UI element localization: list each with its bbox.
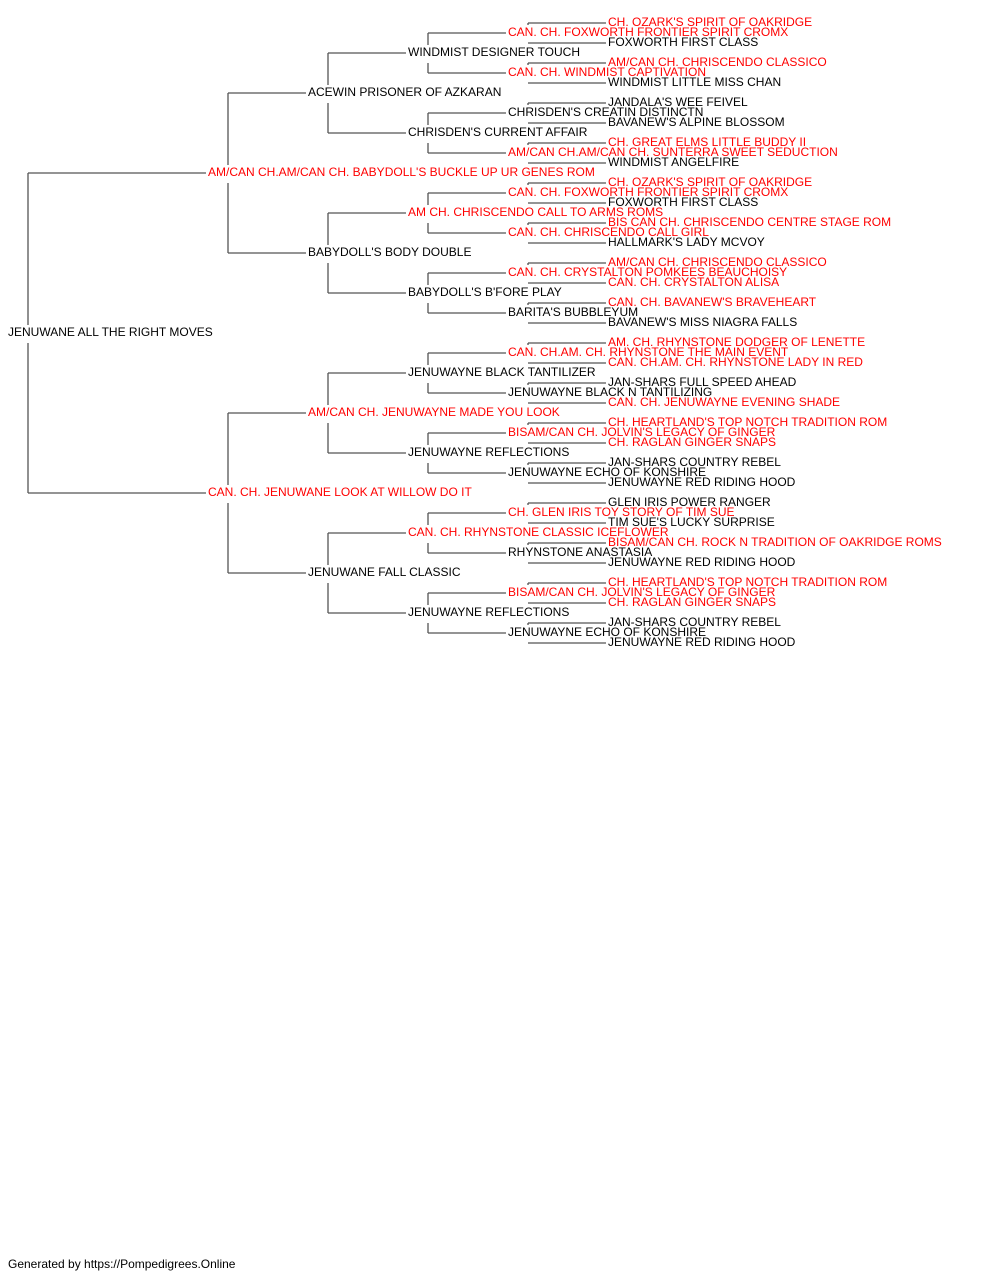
pedigree-name-gen5: CAN. CH. JENUWAYNE EVENING SHADE [608,395,841,409]
pedigree-name-gen5: JENUWAYNE RED RIDING HOOD [608,555,796,569]
pedigree-name-gen3: JENUWAYNE REFLECTIONS [408,445,570,459]
pedigree-name-gen4: CAN. CH. CHRISCENDO CALL GIRL [508,225,709,239]
pedigree-name-gen4: CAN. CH. WINDMIST CAPTIVATION [508,65,707,79]
pedigree-name-gen5: HALLMARK'S LADY MCVOY [608,235,765,249]
pedigree-name-gen4: JENUWAYNE ECHO OF KONSHIRE [508,465,707,479]
pedigree-name-gen4: CAN. CH. FOXWORTH FRONTIER SPIRIT CROMX [508,25,789,39]
pedigree-name-gen5: JENUWAYNE RED RIDING HOOD [608,475,796,489]
pedigree-name-gen5: FOXWORTH FIRST CLASS [608,35,759,49]
pedigree-name-gen3: AM CH. CHRISCENDO CALL TO ARMS ROMS [408,205,664,219]
pedigree-name-gen5: AM. CH. RHYNSTONE DODGER OF LENETTE [608,335,866,349]
pedigree-name-gen5: FOXWORTH FIRST CLASS [608,195,759,209]
pedigree-name-gen2: AM/CAN CH. JENUWAYNE MADE YOU LOOK [308,405,560,419]
pedigree-name-gen5: GLEN IRIS POWER RANGER [608,495,771,509]
pedigree-name-gen3: WINDMIST DESIGNER TOUCH [408,45,581,59]
pedigree-name-gen4: CAN. CH. FOXWORTH FRONTIER SPIRIT CROMX [508,185,789,199]
pedigree-name-gen4: JENUWAYNE BLACK N TANTILIZING [508,385,713,399]
pedigree-name-gen3: BABYDOLL'S B'FORE PLAY [408,285,562,299]
pedigree-name-gen5: AM/CAN CH. CHRISCENDO CLASSICO [608,255,827,269]
pedigree-name-gen5: CH. RAGLAN GINGER SNAPS [608,435,777,449]
pedigree-name-gen3: JENUWAYNE REFLECTIONS [408,605,570,619]
pedigree-name-gen5: AM/CAN CH. CHRISCENDO CLASSICO [608,55,827,69]
pedigree-name-gen5: CH. OZARK'S SPIRIT OF OAKRIDGE [608,15,813,29]
pedigree-name-gen5: JAN-SHARS COUNTRY REBEL [608,455,781,469]
pedigree-name-gen5: JANDALA'S WEE FEIVEL [608,95,748,109]
pedigree-name-gen5: BAVANEW'S MISS NIAGRA FALLS [608,315,798,329]
pedigree-name-gen4: RHYNSTONE ANASTASIA [508,545,653,559]
pedigree-name-gen5: BISAM/CAN CH. ROCK N TRADITION OF OAKRID… [608,535,942,549]
generated-by-footer: Generated by https://Pompedigrees.Online [8,1257,236,1271]
pedigree-name-gen2: ACEWIN PRISONER OF AZKARAN [308,85,502,99]
pedigree-name-gen5: WINDMIST ANGELFIRE [608,155,740,169]
pedigree-name-gen2: JENUWANE FALL CLASSIC [308,565,461,579]
pedigree-name-gen5: CAN. CH. CRYSTALTON ALISA [608,275,780,289]
pedigree-name-gen5: CAN. CH.AM. CH. RHYNSTONE LADY IN RED [608,355,863,369]
pedigree-name-gen0: JENUWANE ALL THE RIGHT MOVES [8,325,213,339]
pedigree-name-gen5: TIM SUE'S LUCKY SURPRISE [608,515,775,529]
pedigree-name-gen5: JENUWAYNE RED RIDING HOOD [608,635,796,649]
pedigree-name-gen2: BABYDOLL'S BODY DOUBLE [308,245,472,259]
pedigree-name-gen5: CH. HEARTLAND'S TOP NOTCH TRADITION ROM [608,575,888,589]
pedigree-name-gen4: JENUWAYNE ECHO OF KONSHIRE [508,625,707,639]
pedigree-name-gen3: CAN. CH. RHYNSTONE CLASSIC ICEFLOWER [408,525,669,539]
pedigree-name-gen4: BARITA'S BUBBLEYUM [508,305,639,319]
pedigree-name-gen5: JAN-SHARS COUNTRY REBEL [608,615,781,629]
pedigree-name-gen5: WINDMIST LITTLE MISS CHAN [608,75,782,89]
pedigree-name-gen5: CH. GREAT ELMS LITTLE BUDDY II [608,135,807,149]
pedigree-name-gen4: AM/CAN CH.AM/CAN CH. SUNTERRA SWEET SEDU… [508,145,838,159]
pedigree-name-gen5: JAN-SHARS FULL SPEED AHEAD [608,375,797,389]
pedigree-name-gen4: CAN. CH. CRYSTALTON POMKEES BEAUCHOISY [508,265,788,279]
pedigree-name-gen1: AM/CAN CH.AM/CAN CH. BABYDOLL'S BUCKLE U… [208,165,595,179]
pedigree-name-gen5: BAVANEW'S ALPINE BLOSSOM [608,115,785,129]
pedigree-name-gen5: CAN. CH. BAVANEW'S BRAVEHEART [608,295,817,309]
pedigree-name-gen4: CH. GLEN IRIS TOY STORY OF TIM SUE [508,505,735,519]
pedigree-name-gen5: CH. OZARK'S SPIRIT OF OAKRIDGE [608,175,813,189]
pedigree-name-gen5: CH. HEARTLAND'S TOP NOTCH TRADITION ROM [608,415,888,429]
pedigree-name-gen4: BISAM/CAN CH. JOLVIN'S LEGACY OF GINGER [508,585,776,599]
pedigree-name-gen3: JENUWAYNE BLACK TANTILIZER [408,365,596,379]
pedigree-name-gen4: CAN. CH.AM. CH. RHYNSTONE THE MAIN EVENT [508,345,789,359]
pedigree-name-gen4: CHRISDEN'S CREATIN DISTINCTN [508,105,704,119]
pedigree-name-gen3: CHRISDEN'S CURRENT AFFAIR [408,125,588,139]
pedigree-name-gen4: BISAM/CAN CH. JOLVIN'S LEGACY OF GINGER [508,425,776,439]
pedigree-name-gen5: BIS CAN CH. CHRISCENDO CENTRE STAGE ROM [608,215,892,229]
pedigree-name-gen5: CH. RAGLAN GINGER SNAPS [608,595,777,609]
pedigree-name-gen1: CAN. CH. JENUWANE LOOK AT WILLOW DO IT [208,485,472,499]
